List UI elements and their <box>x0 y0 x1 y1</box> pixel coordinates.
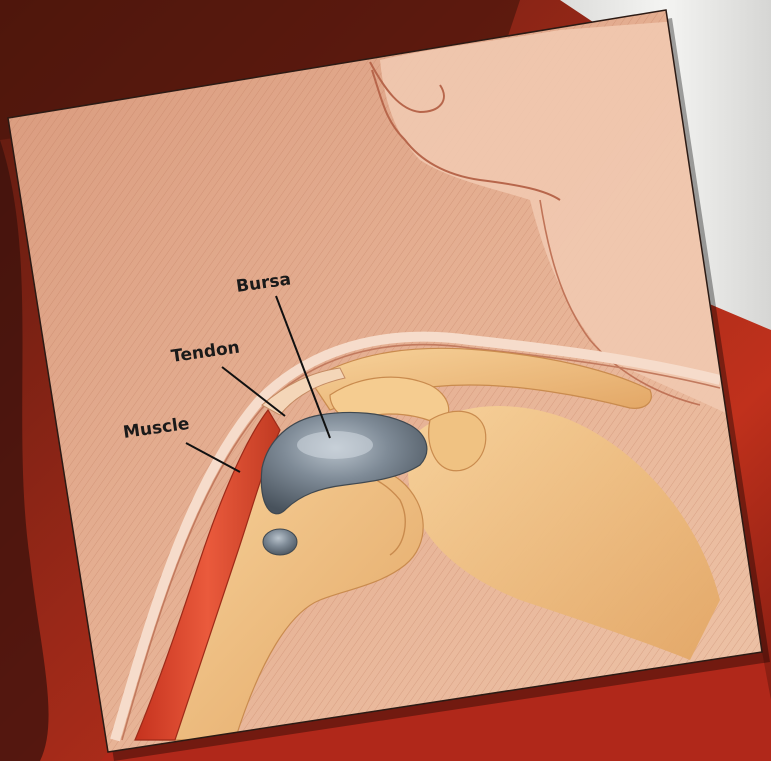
small-bursa <box>263 529 297 555</box>
illustration-card: Bursa Tendon Muscle <box>8 10 762 752</box>
bursa-highlight <box>297 431 373 459</box>
